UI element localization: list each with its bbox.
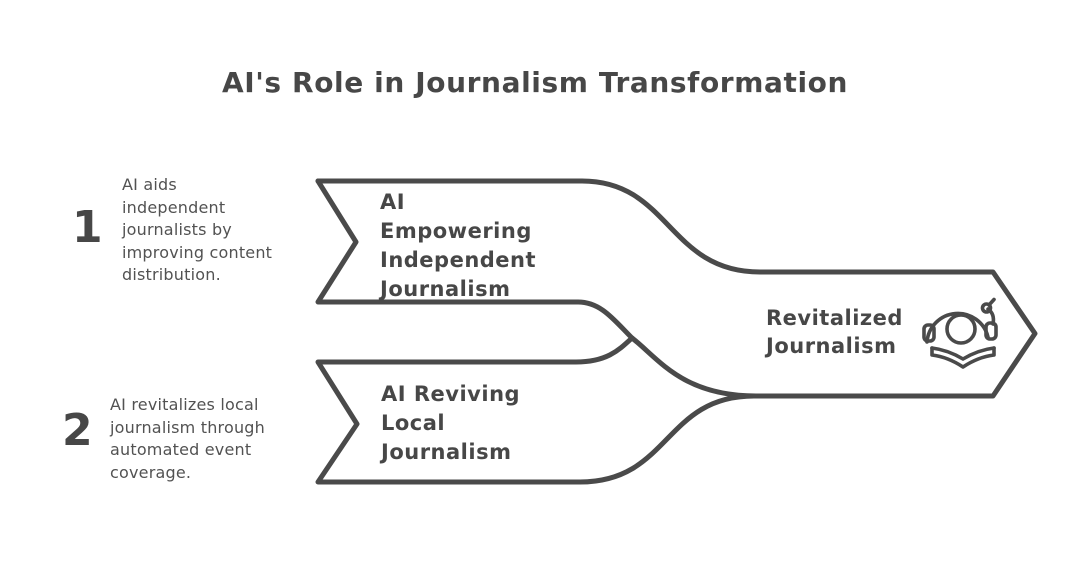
result-label-line: Revitalized	[766, 306, 903, 330]
banner-1-label-line: Journalism	[380, 277, 511, 301]
headset-open-book-icon	[922, 297, 998, 369]
banner-2-label: AI Reviving Local Journalism	[381, 380, 520, 467]
banner-1-label: AI Empowering Independent Journalism	[380, 188, 536, 304]
step-2-description: AI revitalizes local journalism through …	[110, 394, 265, 484]
banner-2-label-line: AI Reviving	[381, 382, 521, 406]
step-1-desc-line: journalists by	[122, 220, 232, 239]
page-title: AI's Role in Journalism Transformation	[221, 66, 849, 99]
banner-1-label-line: Empowering	[380, 219, 532, 243]
step-1-description: AI aids independent journalists by impro…	[122, 174, 272, 287]
step-1-desc-line: distribution.	[122, 265, 221, 284]
result-label: Revitalized Journalism	[766, 304, 903, 360]
step-1-number: 1	[72, 202, 103, 253]
step-2-desc-line: automated event	[110, 440, 252, 459]
step-1-desc-line: independent	[122, 197, 226, 217]
step-1-desc-line: improving content	[122, 242, 273, 262]
banner-2-label-line: Local	[381, 411, 446, 435]
step-1-desc-line: AI aids	[122, 175, 177, 194]
banner-1-label-line: AI	[380, 190, 406, 214]
ribbon-outer-outline	[315, 178, 1038, 485]
step-2-desc-line: coverage.	[110, 462, 192, 482]
banner-2-label-line: Journalism	[381, 440, 512, 464]
step-2-desc-line: journalism through	[110, 417, 265, 437]
result-label-line: Journalism	[766, 334, 897, 358]
step-2-number: 2	[62, 405, 93, 456]
banner-1-label-line: Independent	[380, 248, 537, 272]
ribbon-inner-outline	[315, 178, 759, 399]
step-2-desc-line: AI revitalizes local	[110, 395, 259, 414]
